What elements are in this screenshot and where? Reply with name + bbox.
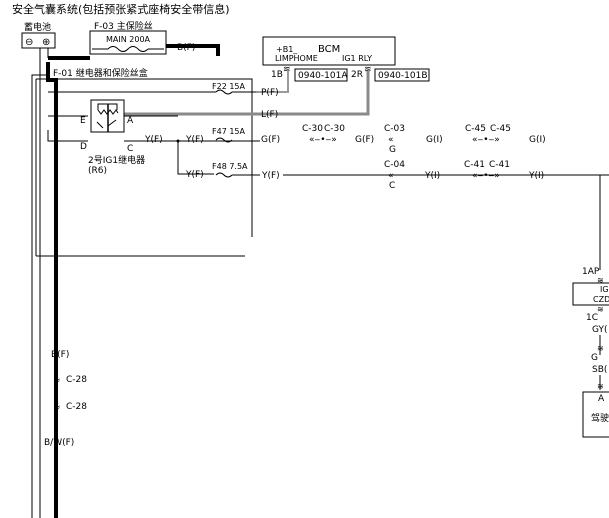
fuse-f47-label: F47 15A [212, 127, 246, 136]
relay-d-wire [47, 130, 88, 142]
bcm-pin1-connector-icon: ≋ [283, 65, 291, 75]
relay-code: (R6) [88, 166, 107, 176]
fuse-f47-icon [215, 137, 233, 143]
connector-c41-icon: «‒•‒» [472, 171, 500, 181]
bcm-title: BCM [318, 44, 340, 55]
wire-y-f-1: Y(F) [144, 135, 163, 145]
wire-y-i-1: Y(I) [424, 171, 440, 181]
bcm-box [262, 36, 396, 66]
relay-term-c: C [127, 144, 133, 154]
right-wire-sb: SB( [592, 365, 607, 375]
connector-c45a: C-45 [465, 124, 486, 134]
fuse-f22-label: F22 15A [212, 82, 246, 91]
relay-box-code: F-01 继电器和保险丝盒 [53, 67, 148, 79]
bcm-conn1-box [294, 68, 348, 82]
wire-y-f-4: Y(F) [261, 171, 280, 181]
wire-p-f-label: P(F) [261, 88, 279, 98]
wire-bw-f-label: B/W(F) [44, 438, 74, 448]
bcm-conn2: 0940-101B [378, 71, 428, 81]
wire-y-f-3: Y(F) [185, 170, 204, 180]
connector-c41b: C-41 [489, 160, 510, 170]
right-driver-label: 驾驶 [591, 412, 609, 424]
connector-c04-icon: « [388, 171, 394, 181]
bcm-pin2: 2R [351, 70, 363, 80]
diagram-title: 安全气囊系统(包括预张紧式座椅安全带信息) [12, 2, 230, 16]
right-driver-box [582, 391, 609, 438]
connector-c45-icon: «‒•‒» [472, 135, 500, 145]
battery-box [21, 32, 56, 49]
fuse-f48-icon [215, 172, 233, 178]
connector-c30b: C-30 [324, 124, 345, 134]
relay-box-outline [36, 78, 253, 237]
right-module-ig: IG [600, 285, 609, 294]
battery-minus-icon: ⊖ [25, 37, 33, 48]
wire-g-i-1: G(I) [426, 135, 443, 145]
main-fuse-icon [107, 46, 149, 52]
right-driver-a: A [598, 394, 605, 404]
wire-b-f-label: B(F) [51, 350, 69, 360]
bcm-conn2-box [374, 68, 430, 82]
relay-name: 2号IG1继电器 [88, 154, 145, 166]
right-pin-1c: 1C [586, 313, 598, 323]
fuse-f22-icon [215, 89, 233, 95]
right-pin-1c-connector-icon: ≋ [597, 305, 604, 314]
wire-l-f-label: L(F) [261, 110, 278, 120]
connector-c04: C-04 [384, 160, 405, 170]
right-wire-g: G [591, 353, 598, 363]
connector-c28b-icon: ≈ [53, 403, 61, 413]
connector-c28a: C-28 [66, 375, 87, 385]
connector-c03: C-03 [384, 124, 405, 134]
right-module-box [572, 282, 609, 306]
wire-g-f-2: G(F) [355, 135, 374, 145]
right-g-connector-icon: ≋ [597, 344, 604, 353]
main-fuse-output-wire [166, 44, 220, 56]
main-fuse-name: MAIN 200A [106, 35, 151, 44]
right-pin-1ap: 1AP [582, 267, 600, 277]
bcm-pin-name: LIMPHOME [275, 54, 318, 63]
wire-g-i-2: G(I) [529, 135, 546, 145]
battery-label: 蓄电池 [24, 21, 51, 33]
relay-term-d: D [80, 142, 87, 152]
right-pin-1ap-connector-icon: ≋ [597, 276, 604, 285]
bcm-pin1: 1B [271, 70, 283, 80]
battery-plus-icon: ⊕ [42, 37, 50, 48]
main-fuse-code: F-03 主保险丝 [94, 20, 153, 32]
connector-c30-icon: «‒•‒» [309, 135, 337, 145]
bcm-conn1: 0940-101A [298, 71, 348, 81]
right-module-czd: CZD [593, 295, 609, 304]
fuse-f48-label: F48 7.5A [212, 162, 248, 171]
connector-c30a: C-30 [302, 124, 323, 134]
relay-switch-icon [96, 119, 117, 129]
connector-c41a: C-41 [464, 160, 485, 170]
bcm-limphome-wire [256, 71, 289, 93]
f47-branch-wire [177, 141, 214, 175]
bcm-relay: IG1 RLY [342, 54, 372, 63]
connector-c03-g: G [389, 145, 396, 155]
connector-c04-c: C [389, 181, 395, 191]
bcm-pin-top: +B1_ [276, 45, 298, 54]
bcm-pin2-connector-icon: ≋ [364, 65, 372, 75]
connector-c28a-icon: ≈ [53, 376, 61, 386]
f47-junction-dot [176, 139, 180, 143]
connector-c45b: C-45 [490, 124, 511, 134]
relay-term-a: A [127, 116, 134, 126]
battery-b-wire [46, 62, 58, 518]
wire-g-f-1: G(F) [261, 135, 280, 145]
wire-y-f-2: Y(F) [185, 135, 204, 145]
relay-term-e: E [80, 116, 86, 126]
right-wire-gy: GY( [592, 325, 608, 335]
connector-c03-icon: « [388, 135, 394, 145]
connector-c28b: C-28 [66, 402, 87, 412]
right-a-connector-icon: ≋ [597, 382, 604, 391]
wire-y-i-2: Y(I) [528, 171, 544, 181]
